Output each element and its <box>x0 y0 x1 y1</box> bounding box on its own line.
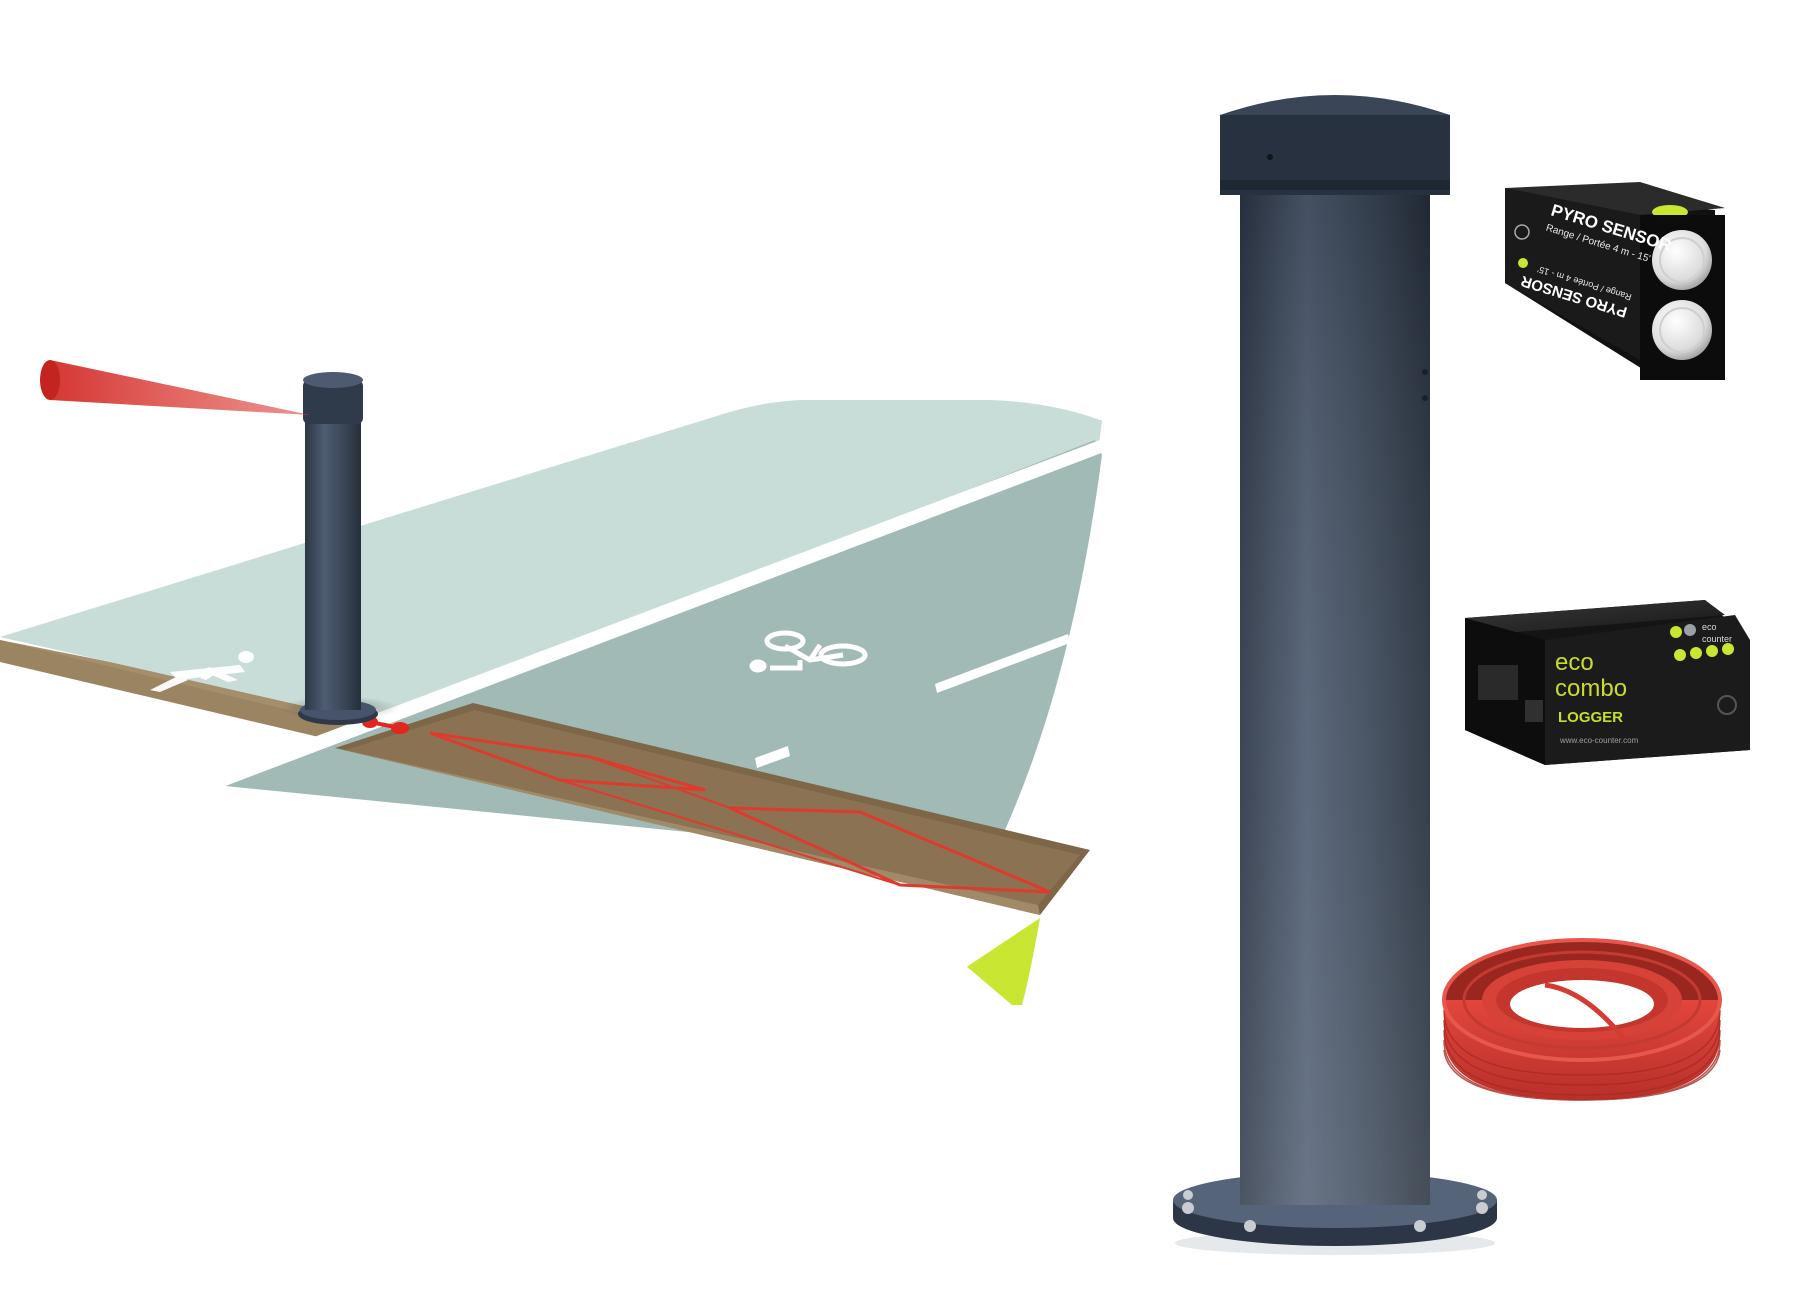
logger-brand-eco: eco <box>1702 622 1717 632</box>
loop-wire <box>429 731 706 792</box>
lane-accent-green <box>965 918 1040 1005</box>
dash-mark-2 <box>755 746 790 768</box>
logger-eco-text: eco <box>1555 649 1594 676</box>
small-bollard <box>298 372 378 725</box>
logger-indicator-icons <box>1674 643 1734 661</box>
pyro-sensor: PYRO SENSOR Range / Portée 4 m - 15' PYR… <box>1505 182 1725 380</box>
cable-connector <box>362 716 409 734</box>
logger-combo-text: combo <box>1555 675 1627 702</box>
logger-brand-counter: counter <box>1702 634 1732 644</box>
road-scene <box>0 360 1119 1005</box>
logger-url: www.eco-counter.com <box>1559 736 1639 745</box>
cable-coil <box>1442 938 1722 1101</box>
large-post <box>1173 95 1497 1255</box>
bicycle-icon <box>749 630 868 673</box>
lane-divider-line <box>195 440 1104 790</box>
inductive-loop-pit <box>335 703 1090 915</box>
lane-accent-green-edge <box>955 915 1040 968</box>
logger-brand: eco counter <box>1670 622 1732 644</box>
cable-coil-windings <box>1443 1009 1721 1101</box>
pyro-beam <box>44 360 310 415</box>
dash-mark-1 <box>935 634 1070 693</box>
base-bolts <box>1182 1190 1488 1232</box>
pedestrian-icon <box>150 651 254 692</box>
logger-label: LOGGER <box>1558 709 1623 726</box>
eco-combo-logger: eco combo LOGGER www.eco-counter.com eco… <box>1465 600 1750 765</box>
loop-wire <box>729 806 1051 894</box>
partial-bike-symbol <box>1077 707 1119 729</box>
